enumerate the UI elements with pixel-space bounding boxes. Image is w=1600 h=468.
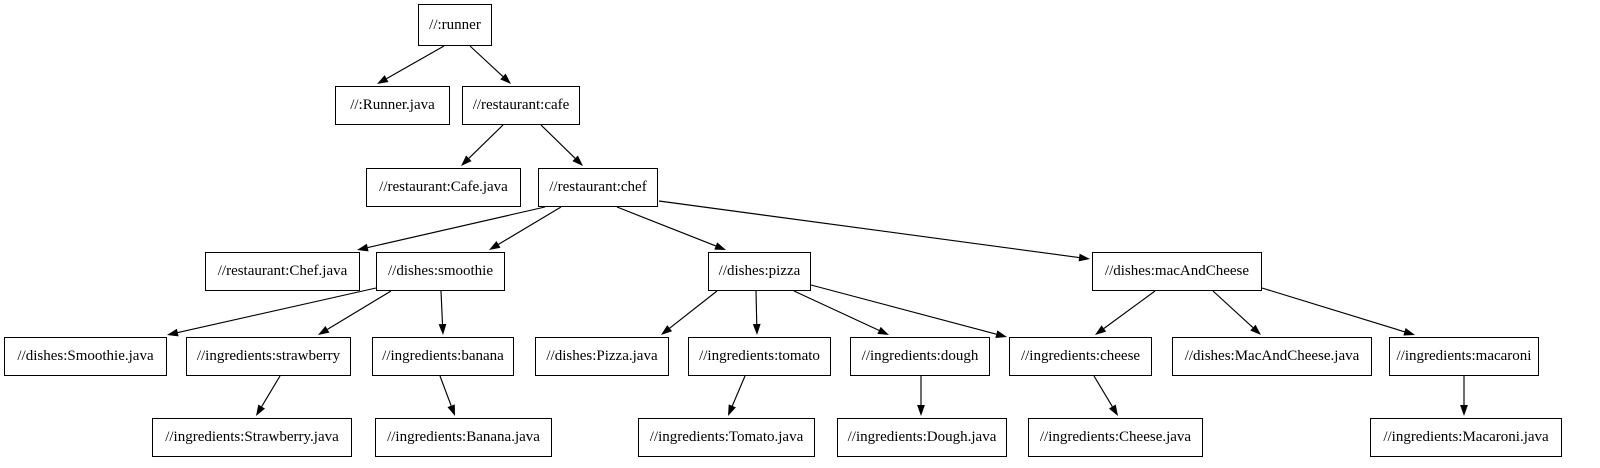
graph-edge [1212, 290, 1254, 328]
graph-node-dishes_smoothie[interactable]: //dishes:smoothie [376, 252, 505, 291]
graph-node-restaurant_cafe[interactable]: //restaurant:cafe [462, 86, 580, 125]
arrowhead-icon [1095, 325, 1107, 335]
graph-node-label: //ingredients:Banana.java [387, 429, 540, 445]
graph-edge [810, 284, 997, 335]
graph-edge [731, 375, 746, 407]
graph-edge [327, 290, 392, 330]
graph-node-macaroni_java[interactable]: //ingredients:Macaroni.java [1370, 418, 1562, 457]
graph-edge [439, 375, 452, 406]
arrowhead-icon [1460, 405, 1468, 416]
graph-node-label: //ingredients:cheese [1020, 348, 1141, 364]
graph-node-label: //dishes:macAndCheese [1104, 263, 1250, 279]
graph-node-label: //ingredients:tomato [699, 348, 820, 364]
arrowhead-icon [256, 404, 266, 416]
arrowhead-icon [357, 243, 369, 252]
graph-node-label: //ingredients:Dough.java [847, 429, 997, 445]
arrowhead-icon [661, 325, 673, 335]
arrowhead-icon [377, 75, 389, 84]
graph-edge [261, 375, 281, 407]
graph-node-banana[interactable]: //ingredients:banana [372, 337, 514, 376]
graph-edge [540, 124, 576, 159]
arrowhead-icon [500, 73, 511, 84]
arrowhead-icon [318, 325, 330, 335]
graph-edge [1093, 375, 1113, 407]
graph-edge [658, 200, 1080, 259]
arrowhead-icon [1250, 324, 1261, 335]
graph-node-label: //dishes:smoothie [388, 263, 493, 279]
arrowhead-icon [995, 330, 1007, 338]
arrowhead-icon [461, 155, 472, 166]
arrowhead-icon [167, 328, 179, 337]
graph-node-label: //dishes:MacAndCheese.java [1184, 348, 1360, 364]
arrowhead-icon [489, 241, 501, 250]
graph-edge [669, 290, 718, 329]
arrowhead-icon [1078, 253, 1090, 262]
graph-edge [1103, 290, 1156, 329]
graph-node-label: //ingredients:dough [861, 348, 979, 364]
graph-node-label: //:runner [429, 16, 481, 33]
graph-node-label: //ingredients:Cheese.java [1039, 429, 1192, 445]
graph-node-label: //restaurant:chef [549, 179, 647, 195]
graph-node-runner[interactable]: //:runner [418, 4, 492, 46]
graph-node-label: //dishes:pizza [718, 263, 801, 279]
graph-edge [440, 290, 444, 325]
graph-node-tomato[interactable]: //ingredients:tomato [688, 337, 831, 376]
arrowhead-icon [877, 326, 889, 335]
arrowhead-icon [714, 242, 726, 250]
graph-node-dishes_pizza[interactable]: //dishes:pizza [708, 252, 811, 291]
graph-edge [1261, 287, 1405, 333]
arrowhead-icon [752, 323, 761, 335]
graph-node-runner_java[interactable]: //:Runner.java [335, 86, 450, 125]
graph-node-cafe_java[interactable]: //restaurant:Cafe.java [366, 168, 521, 207]
graph-node-label: //ingredients:Strawberry.java [165, 429, 339, 445]
arrowhead-icon [438, 323, 447, 335]
graph-edge [469, 45, 504, 77]
graph-edge [468, 124, 504, 159]
graph-node-pizza_java[interactable]: //dishes:Pizza.java [535, 337, 669, 376]
graph-node-label: //ingredients:strawberry [196, 348, 341, 364]
graph-node-label: //ingredients:macaroni [1396, 348, 1532, 364]
graph-node-tomato_java[interactable]: //ingredients:Tomato.java [638, 418, 815, 457]
graph-node-label: //ingredients:banana [382, 348, 504, 364]
graph-edge [793, 290, 880, 331]
graph-node-cheese_java[interactable]: //ingredients:Cheese.java [1028, 418, 1203, 457]
arrowhead-icon [1403, 328, 1415, 336]
graph-node-label: //ingredients:Tomato.java [649, 429, 804, 445]
graph-node-strawberry_java[interactable]: //ingredients:Strawberry.java [152, 418, 352, 457]
graph-node-dough_java[interactable]: //ingredients:Dough.java [837, 418, 1007, 457]
graph-node-dishes_mac[interactable]: //dishes:macAndCheese [1092, 252, 1262, 291]
arrowhead-icon [917, 405, 925, 416]
graph-edge [755, 290, 758, 325]
graph-node-smoothie_java[interactable]: //dishes:Smoothie.java [4, 337, 167, 376]
graph-node-label: //restaurant:Cafe.java [379, 179, 508, 195]
graph-node-restaurant_chef[interactable]: //restaurant:chef [538, 168, 658, 207]
graph-edge [616, 206, 716, 247]
graph-edge [498, 206, 562, 245]
arrowhead-icon [1108, 404, 1118, 416]
arrowhead-icon [572, 155, 583, 166]
graph-node-strawberry[interactable]: //ingredients:strawberry [186, 337, 351, 376]
graph-node-label: //dishes:Pizza.java [546, 348, 658, 364]
graph-node-label: //restaurant:Chef.java [217, 263, 348, 279]
graph-edge [386, 45, 445, 80]
graph-node-dough[interactable]: //ingredients:dough [850, 337, 990, 376]
graph-node-macaroni[interactable]: //ingredients:macaroni [1389, 337, 1539, 376]
graph-node-chef_java[interactable]: //restaurant:Chef.java [205, 252, 360, 291]
graph-node-label: //restaurant:cafe [472, 97, 570, 113]
graph-node-mac_java[interactable]: //dishes:MacAndCheese.java [1172, 337, 1372, 376]
graph-node-label: //dishes:Smoothie.java [17, 348, 154, 364]
graph-edge [177, 287, 377, 334]
graph-node-label: //ingredients:Macaroni.java [1383, 429, 1549, 445]
graph-node-label: //:Runner.java [350, 97, 435, 113]
arrowhead-icon [728, 404, 736, 416]
graph-node-banana_java[interactable]: //ingredients:Banana.java [375, 418, 552, 457]
graph-node-cheese[interactable]: //ingredients:cheese [1009, 337, 1152, 376]
arrowhead-icon [447, 404, 455, 416]
graph-edge [367, 206, 546, 249]
